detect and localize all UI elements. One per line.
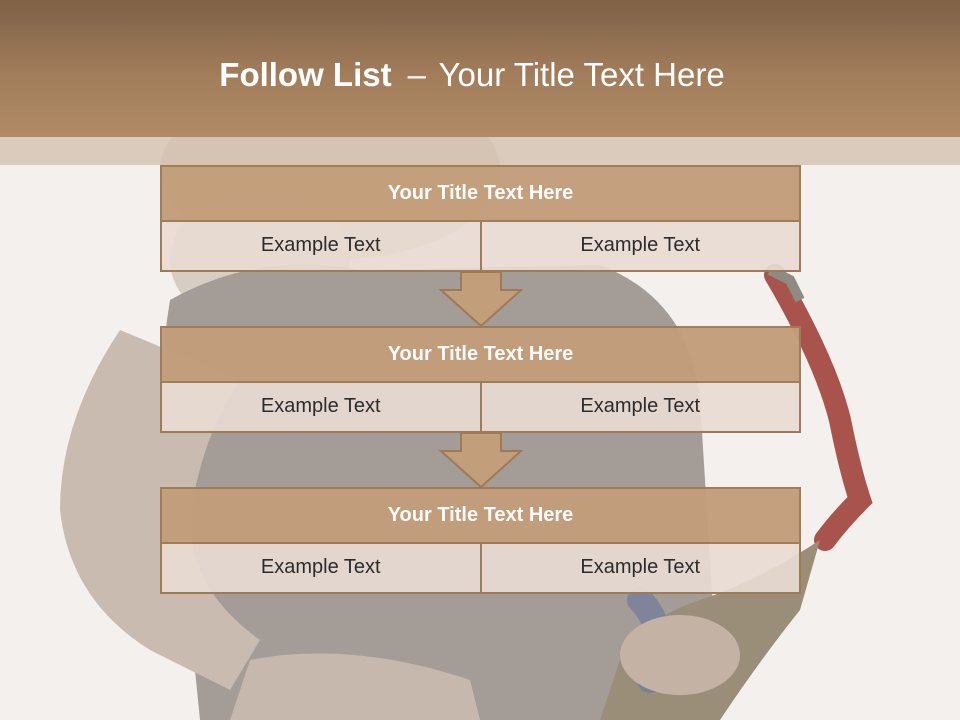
block-cell-right: Example Text: [479, 222, 801, 272]
list-block-2: Your Title Text Here Example Text Exampl…: [160, 326, 801, 433]
block-cell-left: Example Text: [160, 383, 482, 433]
block-title: Your Title Text Here: [160, 487, 801, 544]
block-cell-left: Example Text: [160, 544, 482, 594]
header-bar: [0, 0, 960, 137]
down-arrow-icon: [438, 271, 524, 328]
block-row: Example Text Example Text: [160, 544, 801, 594]
block-row: Example Text Example Text: [160, 383, 801, 433]
block-cell-right: Example Text: [479, 544, 801, 594]
title-rest: Your Title Text Here: [438, 56, 725, 93]
title-bold: Follow List: [219, 56, 392, 93]
block-cell-right: Example Text: [479, 383, 801, 433]
list-block-1: Your Title Text Here Example Text Exampl…: [160, 165, 801, 272]
title-separator: –: [407, 56, 426, 93]
block-cell-left: Example Text: [160, 222, 482, 272]
slide-title: Follow List– Your Title Text Here: [0, 52, 944, 98]
down-arrow-icon: [438, 432, 524, 489]
block-title: Your Title Text Here: [160, 326, 801, 383]
block-title: Your Title Text Here: [160, 165, 801, 222]
list-block-3: Your Title Text Here Example Text Exampl…: [160, 487, 801, 594]
header-strip: [0, 137, 960, 165]
block-row: Example Text Example Text: [160, 222, 801, 272]
